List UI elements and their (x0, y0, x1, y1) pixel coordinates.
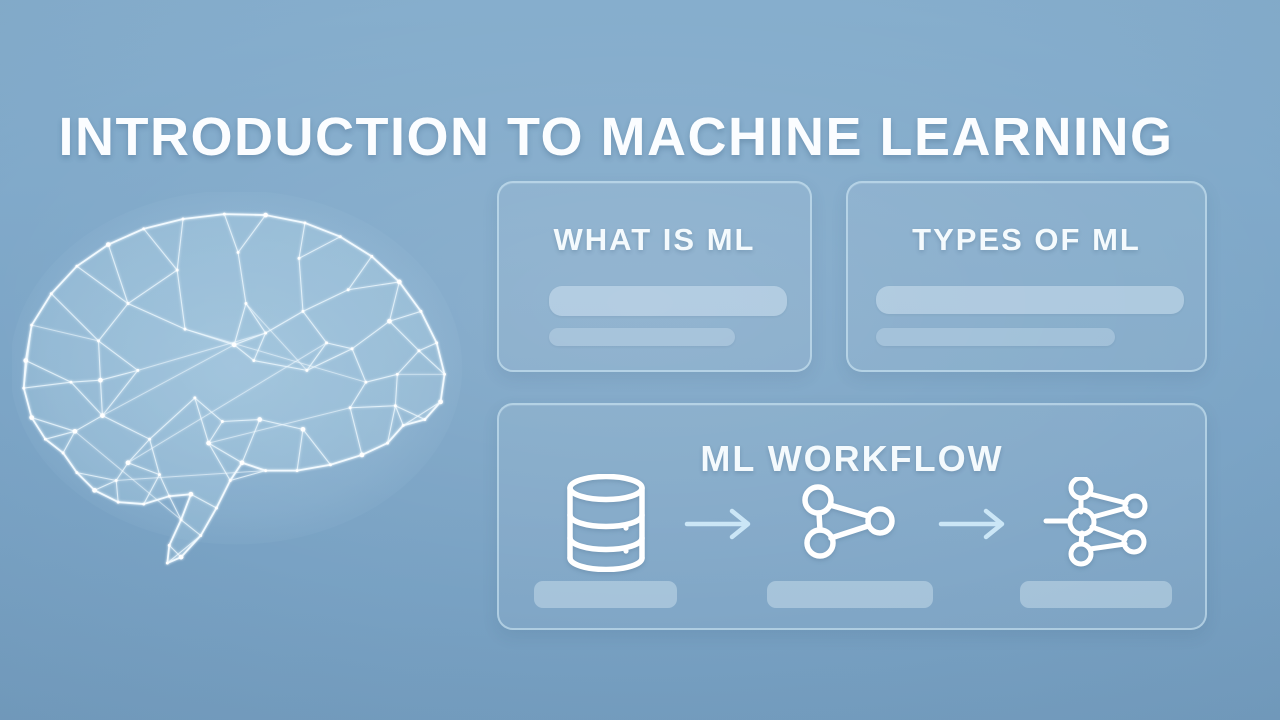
text-placeholder-bar (549, 286, 787, 316)
page-title: INTRODUCTION TO MACHINE LEARNING (58, 107, 1174, 168)
card-ml-workflow: ML WORKFLOW (497, 403, 1207, 630)
workflow-step-data (531, 471, 681, 608)
card-title-types-of-ml: TYPES OF ML (912, 222, 1141, 257)
card-what-is-ml: WHAT IS ML (497, 181, 812, 372)
right-arrow-icon (938, 508, 1004, 539)
graph-model-icon (801, 484, 895, 559)
text-placeholder-bar (876, 328, 1115, 346)
step-label-placeholder (534, 581, 677, 608)
database-icon (566, 474, 645, 572)
right-arrow-icon (684, 508, 750, 539)
brain-network-illustration (12, 192, 463, 565)
workflow-step-network (1019, 471, 1174, 608)
step-label-placeholder (766, 581, 933, 608)
card-title-what-is-ml: WHAT IS ML (553, 222, 756, 257)
text-placeholder-bar (549, 328, 735, 346)
card-title-ml-workflow: ML WORKFLOW (700, 438, 1004, 479)
card-types-of-ml: TYPES OF ML (846, 181, 1207, 372)
text-placeholder-bar (876, 286, 1184, 314)
workflow-steps-row (499, 471, 1205, 608)
step-label-placeholder (1020, 581, 1172, 608)
workflow-step-model (765, 471, 935, 608)
neural-network-icon (1043, 477, 1148, 567)
